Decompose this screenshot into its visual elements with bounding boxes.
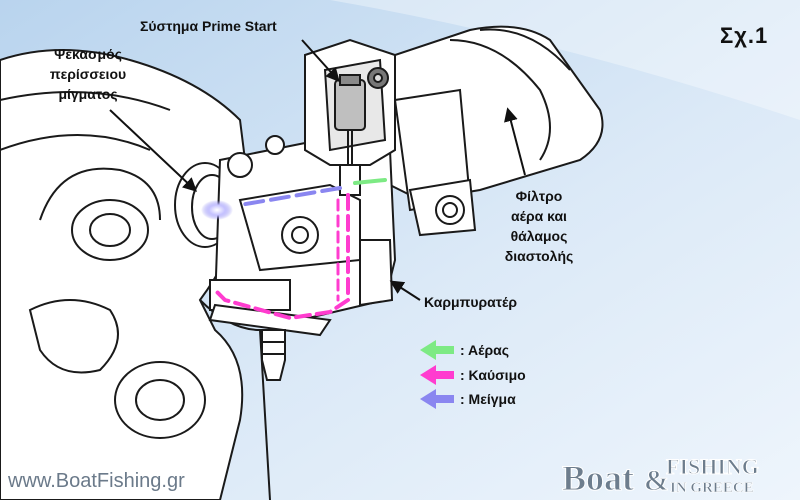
watermark: www.BoatFishing.gr xyxy=(8,470,185,492)
air-filter-label: Φίλτρο αέρα και θάλαμος διαστολής xyxy=(484,186,594,266)
svg-text:FISHING: FISHING xyxy=(666,454,759,479)
prime-start-label: Σύστημα Prime Start xyxy=(140,18,277,34)
air-filter-line-4: διαστολής xyxy=(504,248,574,264)
legend-item-fuel: : Καύσιμο xyxy=(420,365,526,385)
legend-arrow-fuel xyxy=(420,365,454,385)
legend-label-fuel: : Καύσιμο xyxy=(460,367,526,383)
excess-spray-line-3: μίγματος xyxy=(58,86,118,102)
legend-item-mixture: : Μείγμα xyxy=(420,389,516,409)
filter-leader xyxy=(504,107,526,176)
boatfishing-logo: Boat & FISHING IN GREECE xyxy=(562,454,760,497)
excess-spray-line-2: περίσσειου xyxy=(49,66,127,82)
svg-text:&: & xyxy=(644,464,669,496)
legend-item-air: : Αέρας xyxy=(420,340,509,360)
engine-block xyxy=(0,49,271,500)
fuel-flow-path xyxy=(213,193,350,321)
carburetor-label: Καρμπυρατέρ xyxy=(424,294,517,310)
legend-label-air: : Αέρας xyxy=(460,342,510,358)
air-filter-line-2: αέρα και xyxy=(511,208,567,224)
leader-arrows xyxy=(109,39,526,301)
carburetor-leader xyxy=(389,280,421,301)
air-filter-chamber xyxy=(379,25,604,237)
mixture-flow-path xyxy=(238,186,342,207)
legend-arrows xyxy=(420,340,454,409)
flow-paths xyxy=(213,178,387,321)
air-filter-line-3: θάλαμος xyxy=(510,228,568,244)
air-filter-line-1: Φίλτρο xyxy=(515,188,563,204)
carburetor-body xyxy=(208,135,397,337)
legend-arrow-mixture xyxy=(420,389,454,409)
mixture-spray xyxy=(201,200,233,220)
prime-start-leader xyxy=(301,39,340,83)
svg-text:Boat: Boat xyxy=(562,458,634,496)
excess-spray-label: Ψεκασμός περίσσειου μίγματος xyxy=(28,44,148,104)
background-sheen xyxy=(330,0,800,120)
figure-label: Σχ.1 xyxy=(720,23,769,48)
legend-label-mixture: : Μείγμα xyxy=(460,391,516,407)
legend-arrow-air xyxy=(420,340,454,360)
drain-hose xyxy=(261,329,286,381)
spray-leader xyxy=(109,109,198,192)
excess-spray-line-1: Ψεκασμός xyxy=(54,46,122,62)
svg-text:IN GREECE: IN GREECE xyxy=(670,480,754,496)
air-flow-path xyxy=(353,178,387,185)
